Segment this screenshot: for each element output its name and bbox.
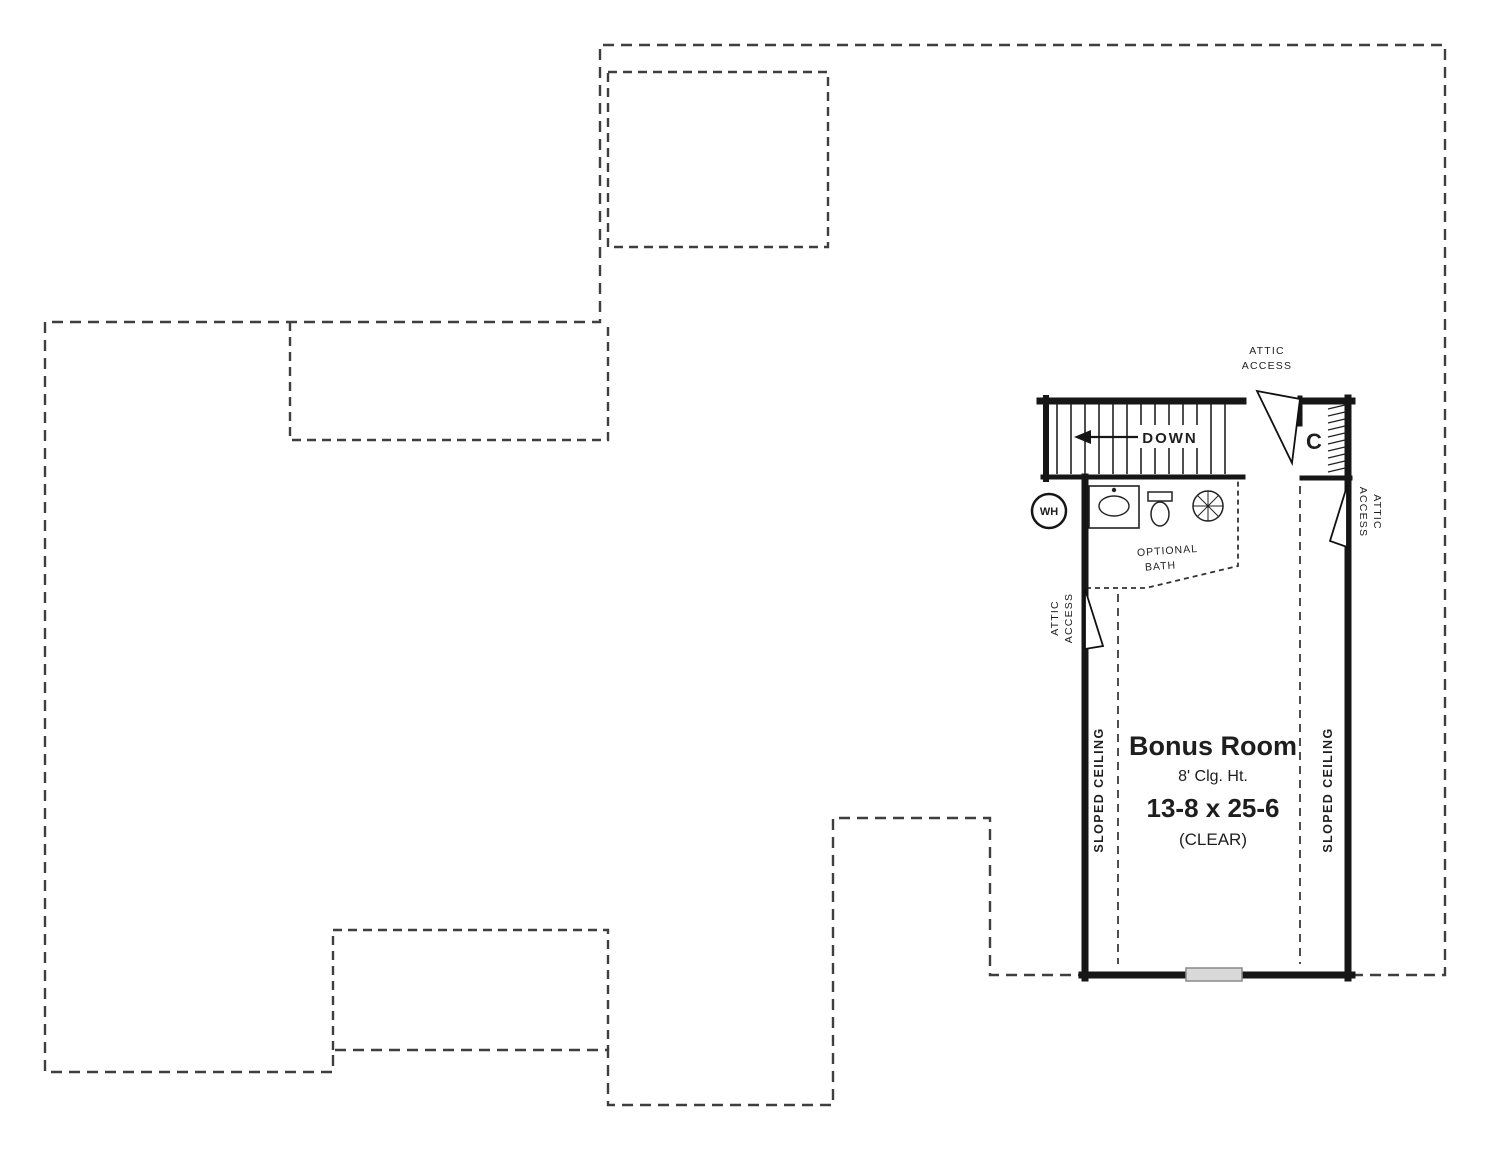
down-arrow: [1074, 430, 1138, 444]
roof-outline-upper-left-step: [288, 322, 610, 442]
toilet-tank: [1147, 491, 1173, 502]
sloped-ceiling-label-right: SLOPED CEILING: [1321, 727, 1335, 852]
sink-basin: [1098, 495, 1130, 517]
down-label: DOWN: [1142, 430, 1198, 447]
water-heater-circle: [1030, 492, 1068, 530]
attic-access-top-line2: ACCESS: [1242, 360, 1292, 372]
attic-access-top-line1: ATTIC: [1249, 345, 1285, 357]
attic-access-label-top: ATTIC ACCESS: [1242, 345, 1292, 372]
attic-access-door-left: [1084, 588, 1105, 651]
closet-shelf-hatch: [1327, 404, 1346, 473]
sloped-ceiling-label-left: SLOPED CEILING: [1092, 727, 1106, 852]
attic-access-left-line2: ACCESS: [1063, 593, 1075, 643]
roof-outline: [43, 43, 1447, 1107]
attic-access-door-right: [1328, 485, 1348, 549]
attic-access-right-line2: ACCESS: [1357, 487, 1369, 537]
water-heater-label: WH: [1040, 506, 1058, 518]
attic-access-label-left: ATTIC ACCESS: [1049, 593, 1075, 643]
bonus-room-text-block: Bonus Room 8' Clg. Ht. 13-8 x 25-6 (CLEA…: [1129, 731, 1297, 849]
toilet-bowl: [1150, 501, 1170, 527]
down-label-backdrop: [1136, 425, 1202, 448]
sloped-ceiling-lines: [1117, 486, 1301, 964]
roof-outline-main: [43, 43, 1447, 1107]
bottom-window: [1185, 967, 1243, 982]
sink-faucet: [1111, 487, 1117, 493]
optional-bath-line1: OPTIONAL: [1137, 543, 1199, 559]
bath-fixtures: [1088, 485, 1224, 529]
room-clear-note: (CLEAR): [1179, 830, 1247, 849]
down-arrow-head: [1074, 430, 1091, 444]
closet-label: C: [1306, 429, 1322, 454]
roof-outline-top-dormer: [606, 70, 830, 249]
round-fixture-spokes: [1193, 491, 1223, 521]
attic-access-doors: [1084, 389, 1348, 651]
attic-access-left-line1: ATTIC: [1049, 600, 1061, 636]
attic-access-label-right: ATTIC ACCESS: [1357, 487, 1383, 537]
room-ceiling-height: 8' Clg. Ht.: [1178, 768, 1248, 785]
walls: [1036, 394, 1356, 982]
optional-bath-label: OPTIONAL BATH: [1137, 543, 1199, 574]
room-name: Bonus Room: [1129, 731, 1297, 761]
room-dimensions: 13-8 x 25-6: [1147, 793, 1280, 823]
attic-access-door-top: [1255, 389, 1301, 467]
optional-bath-line2: BATH: [1145, 559, 1177, 573]
attic-access-right-line1: ATTIC: [1371, 494, 1383, 530]
roof-outline-lower-left-step: [331, 928, 610, 1050]
